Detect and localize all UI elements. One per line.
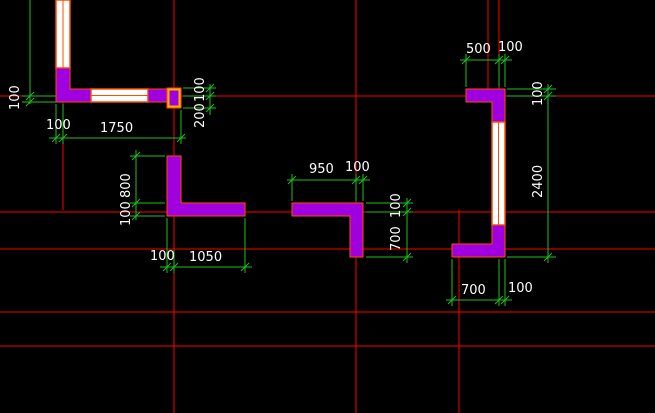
dim-text-950: 950: [309, 162, 334, 177]
wall-l-shape-left[interactable]: [166, 155, 246, 217]
dim-tick-1050-c: [240, 262, 250, 272]
dim-tick-top-left-vert-b: [25, 97, 35, 107]
wall-top-left-corner[interactable]: [55, 67, 92, 103]
dim-text-2400: 2400: [531, 165, 546, 198]
dim-tick-700-right-b: [494, 295, 504, 305]
dim-tick-700-mid-b: [402, 207, 412, 217]
dim-text-top-left-100-below: 100: [46, 118, 71, 133]
dim-text-mid-700: 700: [389, 226, 404, 251]
dim-tick-700-mid-a: [402, 198, 412, 208]
dim-text-l-shape-100-horiz: 100: [150, 249, 175, 264]
dim-text-l-shape-100-vert: 100: [119, 201, 134, 226]
dim-tick-950-a: [287, 175, 297, 185]
dim-tick-top-left-vert-a: [25, 91, 35, 101]
wall-l-shape-middle[interactable]: [291, 202, 364, 258]
dim-tick-950-c: [358, 175, 368, 185]
dim-text-right-100-side: 100: [531, 81, 546, 106]
dim-text-top-left-100-left: 100: [8, 85, 23, 110]
dim-tick-500-a: [461, 55, 471, 65]
dim-tick-950-b: [351, 175, 361, 185]
dim-text-mid-100-vert: 100: [389, 193, 404, 218]
dim-tick-column-a: [205, 83, 215, 93]
dim-tick-500-c: [500, 55, 510, 65]
dim-tick-1750-b: [58, 133, 68, 143]
dim-text-500: 500: [466, 42, 491, 57]
dim-tick-500-b: [494, 55, 504, 65]
wall-top-left-right-segment[interactable]: [147, 88, 168, 103]
wall-segments: [55, 0, 506, 258]
dim-tick-800-a: [131, 151, 141, 161]
dim-tick-2400-b: [543, 91, 553, 101]
dimension-texts: 100 100 1750 100 200 800 100 100 1050 95…: [8, 40, 546, 298]
dim-text-800: 800: [119, 173, 134, 198]
dim-tick-1050-a: [162, 262, 172, 272]
dim-tick-700-right-a: [447, 295, 457, 305]
column-top-left-inner: [169, 90, 179, 106]
dim-tick-700-mid-c: [402, 252, 412, 262]
dim-text-right-100-bottom: 100: [508, 281, 533, 296]
dim-text-column-100: 100: [193, 77, 208, 102]
dim-tick-800-b: [131, 198, 141, 208]
dimension-lines: [22, 0, 556, 306]
dim-tick-column-b: [205, 91, 215, 101]
dim-text-1050: 1050: [189, 250, 222, 265]
dim-tick-2400-a: [543, 84, 553, 94]
dim-tick-700-right-c: [500, 295, 510, 305]
dim-tick-800-c: [131, 211, 141, 221]
dim-text-right-100-top: 100: [498, 40, 523, 55]
dim-text-mid-100: 100: [345, 160, 370, 175]
dim-tick-1750-c: [176, 133, 186, 143]
dim-text-right-700: 700: [461, 283, 486, 298]
dim-tick-1750-a: [51, 133, 61, 143]
wall-right-bottom[interactable]: [451, 224, 506, 258]
dim-tick-column-c: [205, 103, 215, 113]
dim-tick-1050-b: [169, 262, 179, 272]
dim-text-column-200: 200: [193, 103, 208, 128]
dim-text-1750: 1750: [100, 121, 133, 136]
dim-tick-2400-c: [543, 252, 553, 262]
wall-right-top[interactable]: [465, 88, 506, 123]
